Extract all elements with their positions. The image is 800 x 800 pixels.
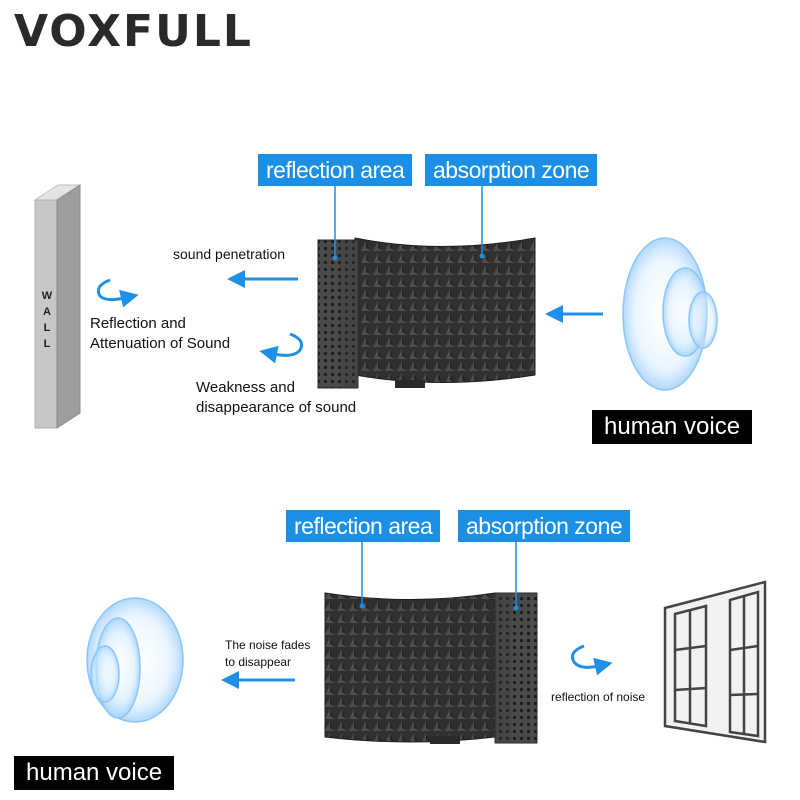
absorption-zone-tag-bottom: absorption zone — [458, 510, 631, 542]
reflection-area-tag-bottom: reflection area — [286, 510, 441, 542]
brand-logo: VOXFULL — [14, 6, 253, 57]
top-vocal-shield — [317, 237, 536, 389]
absorption-zone-tag: absorption zone — [425, 154, 598, 186]
human-voice-label-bottom: human voice — [14, 756, 175, 790]
reflection-area-tag: reflection area — [258, 154, 413, 186]
window-illustration — [663, 580, 767, 744]
voice-bubble-top — [622, 237, 718, 391]
reflection-of-noise-label: reflection of noise — [551, 690, 646, 704]
human-voice-label-top: human voice — [592, 410, 753, 444]
voice-bubble-bottom — [86, 597, 184, 723]
noise-reflection-curve-icon — [570, 644, 613, 676]
wall-label: W A L L — [41, 290, 53, 350]
sound-penetration-label: sound penetration — [173, 246, 286, 262]
reflection-curve-icon — [96, 278, 139, 308]
reflection-attenuation-label: Reflection and Attenuation of Sound — [90, 315, 231, 352]
wall-illustration — [33, 184, 82, 429]
attenuation-curve-icon — [259, 332, 304, 364]
weakness-disappearance-label: Weakness and disappearance of sound — [196, 379, 357, 416]
bottom-vocal-shield — [324, 592, 538, 744]
noise-fades-label: The noise fades to disappear — [225, 638, 311, 669]
